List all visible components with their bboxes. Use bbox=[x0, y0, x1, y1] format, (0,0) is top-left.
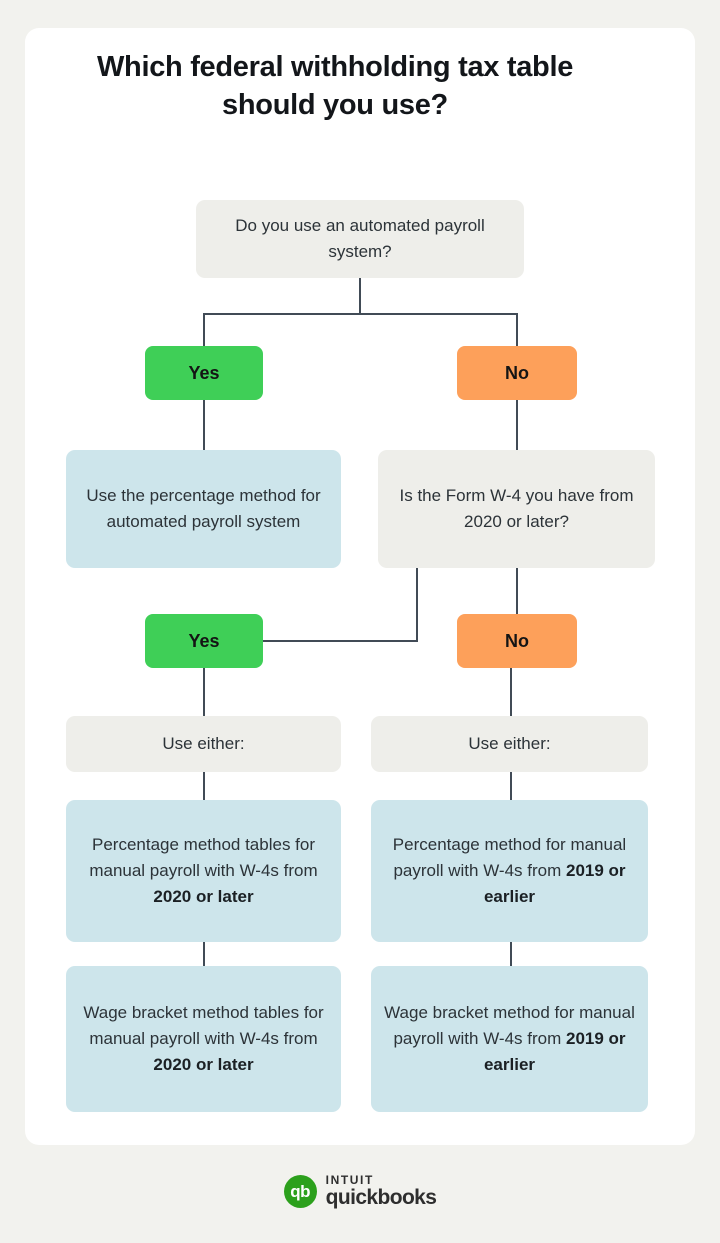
result-percentage-method-tables-2020-text: Percentage method tables for manual payr… bbox=[76, 832, 331, 910]
result-r2-emphasis: 2019 or earlier bbox=[483, 1029, 626, 1074]
use-either-right-label: Use either: bbox=[468, 734, 551, 753]
quickbooks-logo: qb INTUIT quickbooks bbox=[0, 1174, 720, 1209]
connector-either-left-to-result1 bbox=[203, 771, 205, 802]
branch-no-automated[interactable]: No bbox=[457, 346, 577, 400]
intuit-wordmark: INTUIT bbox=[325, 1173, 374, 1187]
quickbooks-mark-icon: qb bbox=[283, 1174, 317, 1208]
question-form-w4-year-label: Is the Form W-4 you have from 2020 or la… bbox=[399, 486, 634, 531]
result-l1-emphasis: 2020 or later bbox=[153, 887, 254, 906]
connector-split-bar bbox=[203, 313, 517, 315]
result-r1-emphasis: 2019 or earlier bbox=[483, 861, 626, 906]
result-wage-bracket-2019: Wage bracket method for manual payroll w… bbox=[371, 966, 648, 1112]
connector-yes1-to-answer bbox=[203, 399, 205, 452]
result-l2-emphasis: 2020 or later bbox=[153, 1055, 254, 1074]
result-automated-percentage-method-label: Use the percentage method for automated … bbox=[86, 486, 321, 531]
result-automated-percentage-method: Use the percentage method for automated … bbox=[66, 450, 341, 568]
connector-to-yes1 bbox=[203, 313, 205, 348]
question-automated-payroll-label: Do you use an automated payroll system? bbox=[235, 216, 485, 261]
connector-result-right1-to-right2 bbox=[510, 941, 512, 968]
result-r2-prefix: Wage bracket method for manual payroll w… bbox=[384, 1003, 635, 1048]
connector-q2-elbow-stem bbox=[416, 566, 418, 641]
branch-no-w4-year-label: No bbox=[505, 630, 529, 651]
branch-no-automated-label: No bbox=[505, 362, 529, 383]
result-wage-bracket-tables-2020: Wage bracket method tables for manual pa… bbox=[66, 966, 341, 1112]
branch-yes-w4-year-label: Yes bbox=[188, 630, 220, 651]
connector-result-left1-to-left2 bbox=[203, 941, 205, 968]
result-l2-prefix: Wage bracket method tables for manual pa… bbox=[83, 1003, 324, 1048]
connector-no2-to-either-right bbox=[510, 667, 512, 718]
connector-q1-stem bbox=[359, 278, 361, 314]
branch-yes-w4-year[interactable]: Yes bbox=[145, 614, 263, 668]
result-r1-prefix: Percentage method for manual payroll wit… bbox=[392, 835, 627, 880]
question-automated-payroll: Do you use an automated payroll system? bbox=[196, 200, 524, 278]
quickbooks-wordmark-text: quickbooks bbox=[325, 1185, 437, 1209]
page-title: Which federal withholding tax table shou… bbox=[96, 51, 574, 121]
connector-no1-to-q2 bbox=[516, 399, 518, 452]
question-form-w4-year: Is the Form W-4 you have from 2020 or la… bbox=[378, 450, 655, 568]
connector-q2-elbow-arm bbox=[262, 640, 418, 642]
use-either-right-header: Use either: bbox=[371, 716, 648, 772]
result-percentage-method-tables-2020: Percentage method tables for manual payr… bbox=[66, 800, 341, 942]
branch-no-w4-year[interactable]: No bbox=[457, 614, 577, 668]
use-either-left-label: Use either: bbox=[162, 734, 245, 753]
use-either-left-header: Use either: bbox=[66, 716, 341, 772]
connector-to-no1 bbox=[516, 313, 518, 348]
branch-yes-automated-label: Yes bbox=[188, 362, 220, 383]
result-wage-bracket-tables-2020-text: Wage bracket method tables for manual pa… bbox=[76, 1000, 331, 1078]
result-percentage-method-2019-text: Percentage method for manual payroll wit… bbox=[381, 832, 638, 910]
result-wage-bracket-2019-text: Wage bracket method for manual payroll w… bbox=[381, 1000, 638, 1078]
connector-q2-to-no2 bbox=[516, 566, 518, 616]
connector-either-right-to-result1 bbox=[510, 771, 512, 802]
result-l1-prefix: Percentage method tables for manual payr… bbox=[89, 835, 318, 880]
result-percentage-method-2019: Percentage method for manual payroll wit… bbox=[371, 800, 648, 942]
branch-yes-automated[interactable]: Yes bbox=[145, 346, 263, 400]
connector-yes2-to-either-left bbox=[203, 667, 205, 718]
quickbooks-wordmark: INTUIT quickbooks bbox=[326, 1174, 437, 1209]
